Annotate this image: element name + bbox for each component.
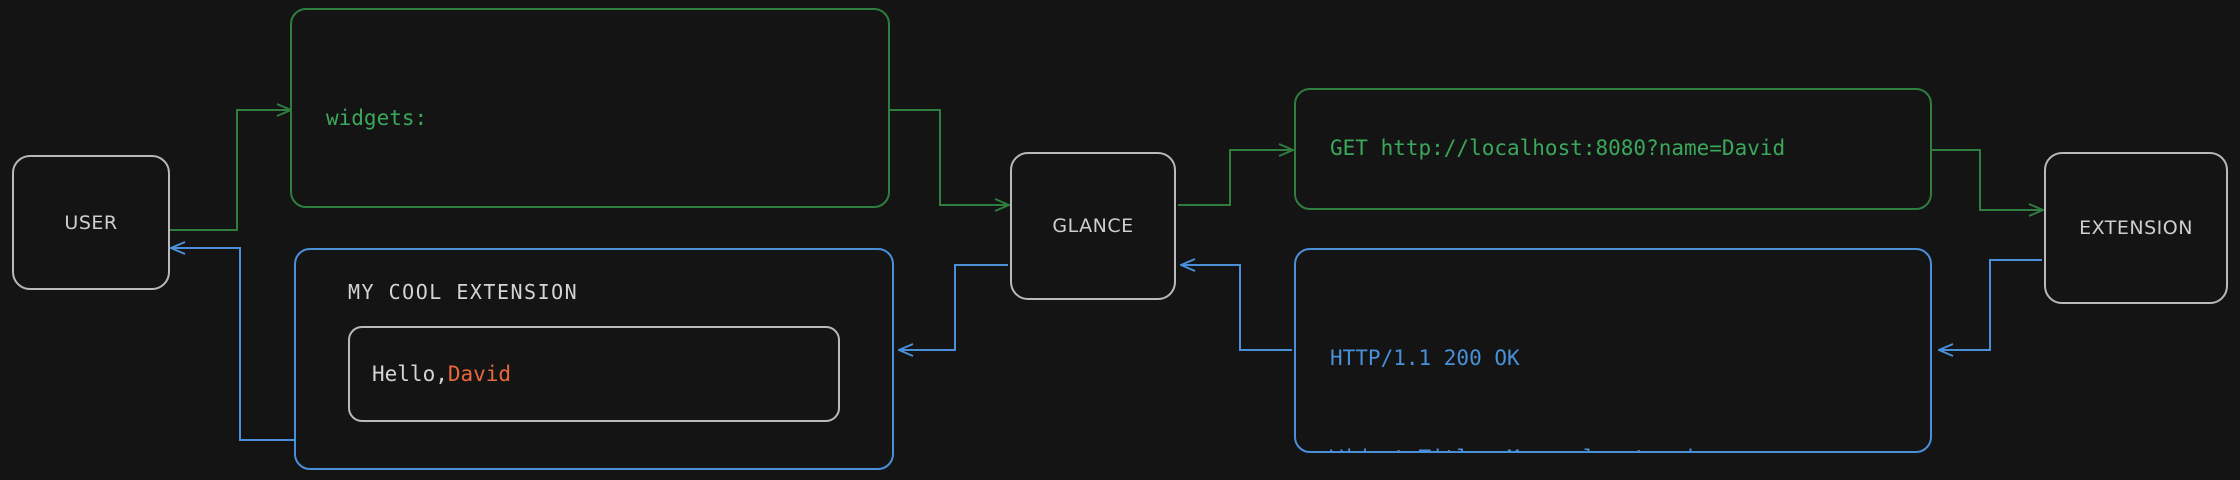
wire-widget-to-user <box>172 248 295 441</box>
actor-extension[interactable]: EXTENSION <box>2044 152 2228 304</box>
message-http-response: HTTP/1.1 200 OK Widget-Title: My cool ex… <box>1294 248 1932 453</box>
http-request-line: GET http://localhost:8080?name=David <box>1330 136 1786 161</box>
actor-user-label: USER <box>64 211 118 234</box>
widget-greeting-prefix: Hello, <box>372 362 448 386</box>
wire-glance-to-request <box>1178 150 1292 206</box>
message-http-request: GET http://localhost:8080?name=David <box>1294 88 1932 210</box>
message-config-yaml: widgets: - type: extension url: http://l… <box>290 8 890 208</box>
widget-preview-card[interactable]: MY COOL EXTENSION Hello, David <box>294 248 894 470</box>
config-line-1: widgets: <box>326 106 428 131</box>
widget-preview-body: Hello, David <box>348 326 840 422</box>
http-response-line-2: Widget-Title: My cool extension <box>1330 442 1896 451</box>
actor-glance-label: GLANCE <box>1052 215 1134 237</box>
widget-greeting-name: David <box>447 362 512 386</box>
wire-config-to-glance <box>890 109 1008 205</box>
actor-extension-label: EXTENSION <box>2079 217 2193 239</box>
actor-user[interactable]: USER <box>12 155 170 290</box>
wire-response-to-glance <box>1182 265 1292 351</box>
http-response-line-1: HTTP/1.1 200 OK <box>1330 346 1520 371</box>
widget-preview-title: MY COOL EXTENSION <box>348 280 579 304</box>
wire-extension-to-response <box>1940 259 2042 350</box>
wire-glance-to-widget <box>900 264 1008 350</box>
wire-user-to-config <box>170 110 290 231</box>
actor-glance[interactable]: GLANCE <box>1010 152 1176 300</box>
config-line-2: - type: extension <box>326 202 854 207</box>
wire-request-to-extension <box>1932 149 2042 210</box>
